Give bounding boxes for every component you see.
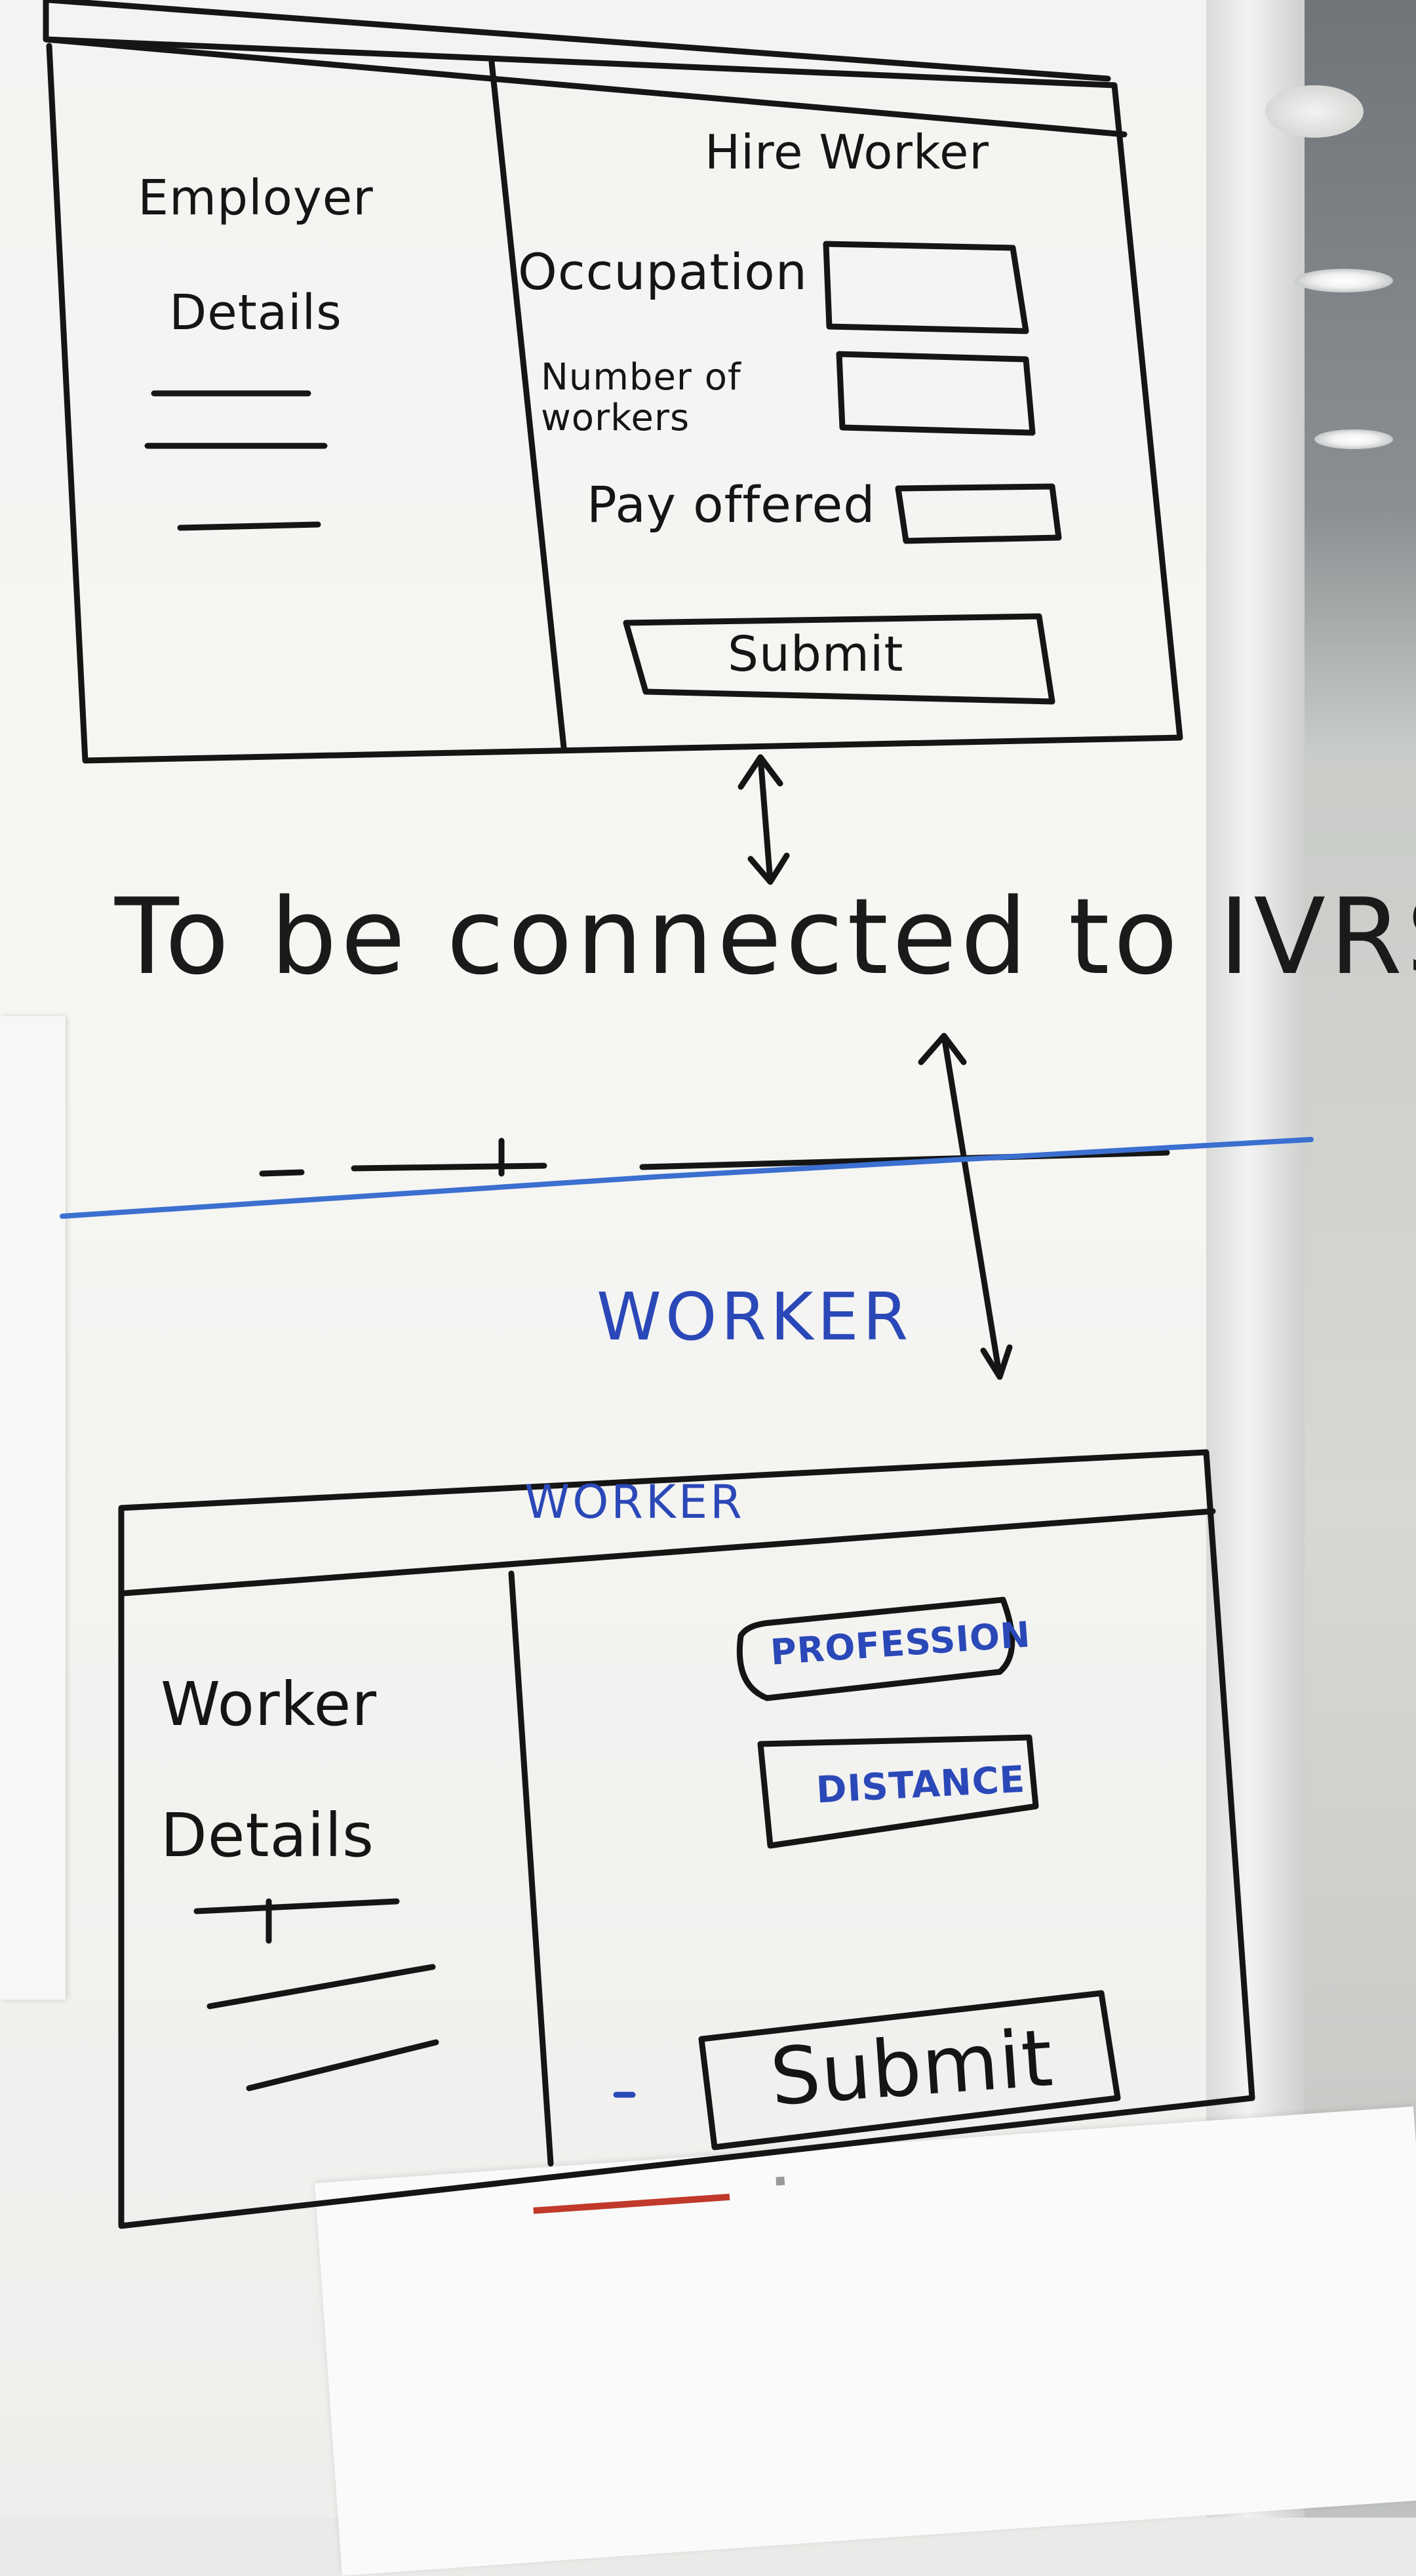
worker-window-frame — [118, 1449, 1255, 2229]
worker-sidebar-title: Worker Details — [161, 1669, 378, 1871]
employer-panel-title: Hire Worker — [705, 125, 989, 180]
double-arrow — [757, 754, 774, 885]
ceiling-light — [1314, 429, 1393, 449]
worker-column-divider — [508, 1570, 554, 2167]
placeholder-line — [246, 2039, 439, 2091]
paper-sheet — [0, 1016, 66, 2000]
whiteboard — [0, 0, 1265, 2518]
profession-pill — [736, 1596, 1015, 1701]
smoke-detector — [1265, 85, 1364, 138]
pay-input-box — [895, 483, 1062, 544]
connection-note: To be connected to IVRS — [115, 875, 1416, 998]
worker-title-bar-line — [121, 1508, 1216, 1596]
distance-box — [757, 1734, 1039, 1849]
room-background — [1305, 0, 1416, 2518]
placeholder-line — [177, 521, 321, 531]
worker-window-title: WORKER — [524, 1475, 745, 1529]
employer-window-frame — [43, 0, 1183, 764]
long-double-arrow — [941, 1033, 1003, 1380]
employer-title-bar-line — [43, 36, 1128, 138]
number-of-workers-label: Number of workers — [541, 356, 741, 439]
employer-submit-button: Submit — [728, 626, 904, 683]
workers-input-box — [836, 351, 1036, 436]
section-divider-line — [60, 1137, 1314, 1219]
occupation-input-box — [823, 241, 1029, 334]
employer-sidebar-title: Employer Details — [138, 170, 374, 341]
ceiling-light — [1295, 269, 1393, 292]
worker-section-heading: WORKER — [597, 1278, 913, 1355]
whiteboard-frame — [1206, 0, 1311, 2518]
employer-column-divider — [488, 59, 567, 751]
worker-submit-box — [698, 1990, 1121, 2150]
placeholder-line — [206, 1964, 436, 2010]
placeholder-line — [193, 1898, 400, 1914]
wireframe-sketch-lines — [43, 0, 1314, 2229]
employer-submit-box — [623, 613, 1055, 705]
pay-offered-label: Pay offered — [587, 475, 876, 534]
occupation-label: Occupation — [518, 243, 808, 301]
